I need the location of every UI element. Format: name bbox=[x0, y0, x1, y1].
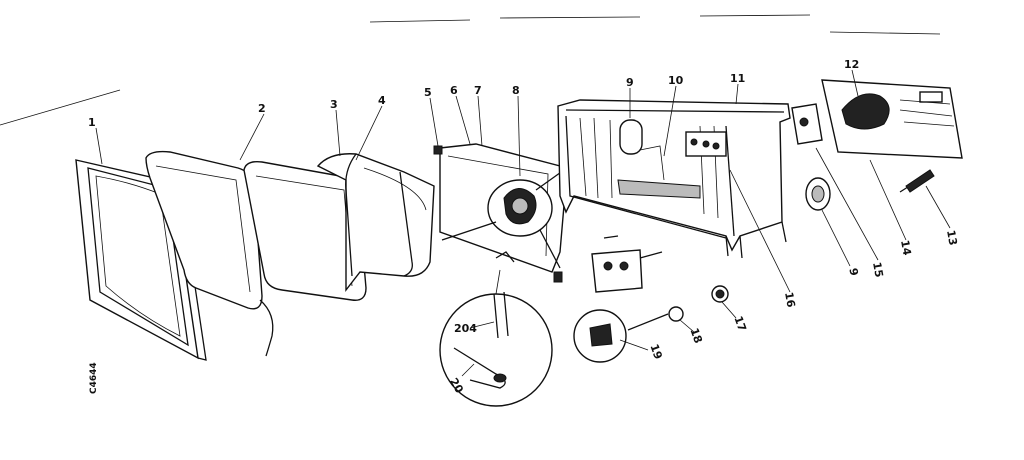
callout-2: 2 bbox=[258, 102, 266, 115]
callout-1: 1 bbox=[88, 116, 96, 129]
callout-10: 10 bbox=[668, 74, 684, 87]
callout-15: 15 bbox=[870, 261, 885, 278]
part-3-crt-face bbox=[243, 160, 367, 301]
part-16-control-bracket bbox=[591, 235, 663, 293]
scan-artifacts bbox=[0, 14, 941, 126]
callout-17: 17 bbox=[731, 314, 748, 333]
side-code: C4644 bbox=[89, 362, 99, 394]
callout-4: 4 bbox=[378, 94, 386, 107]
part-5-8-yoke-assembly bbox=[433, 143, 568, 283]
callout-8: 8 bbox=[512, 84, 520, 97]
callout-12: 12 bbox=[844, 58, 859, 71]
part-12-chassis-panel bbox=[791, 79, 963, 159]
part-4-picture-tube bbox=[316, 153, 435, 293]
part-9-speaker bbox=[805, 177, 831, 211]
callout-16: 16 bbox=[782, 291, 798, 309]
callout-9-right: 9 bbox=[846, 267, 860, 277]
part-17-19-knobs bbox=[573, 285, 729, 363]
callout-204: 204 bbox=[454, 322, 477, 335]
callout-7: 7 bbox=[474, 84, 482, 97]
callout-labels: 1 2 3 4 5 6 7 8 9 10 11 12 13 14 15 9 16… bbox=[88, 58, 960, 396]
callout-19: 19 bbox=[647, 342, 664, 361]
callout-9-top: 9 bbox=[626, 76, 634, 89]
part-2-safety-glass bbox=[145, 150, 274, 357]
callout-3: 3 bbox=[330, 98, 338, 111]
part-11-cabinet bbox=[557, 99, 791, 259]
leader-lines bbox=[95, 69, 951, 377]
part-13-cable bbox=[899, 169, 935, 193]
callout-18: 18 bbox=[687, 326, 704, 345]
callout-5: 5 bbox=[424, 86, 432, 99]
callout-13: 13 bbox=[944, 229, 959, 246]
callout-6: 6 bbox=[450, 84, 458, 97]
callout-11: 11 bbox=[730, 72, 745, 85]
callout-14: 14 bbox=[898, 239, 914, 257]
detail-circle-20-204 bbox=[439, 269, 553, 407]
